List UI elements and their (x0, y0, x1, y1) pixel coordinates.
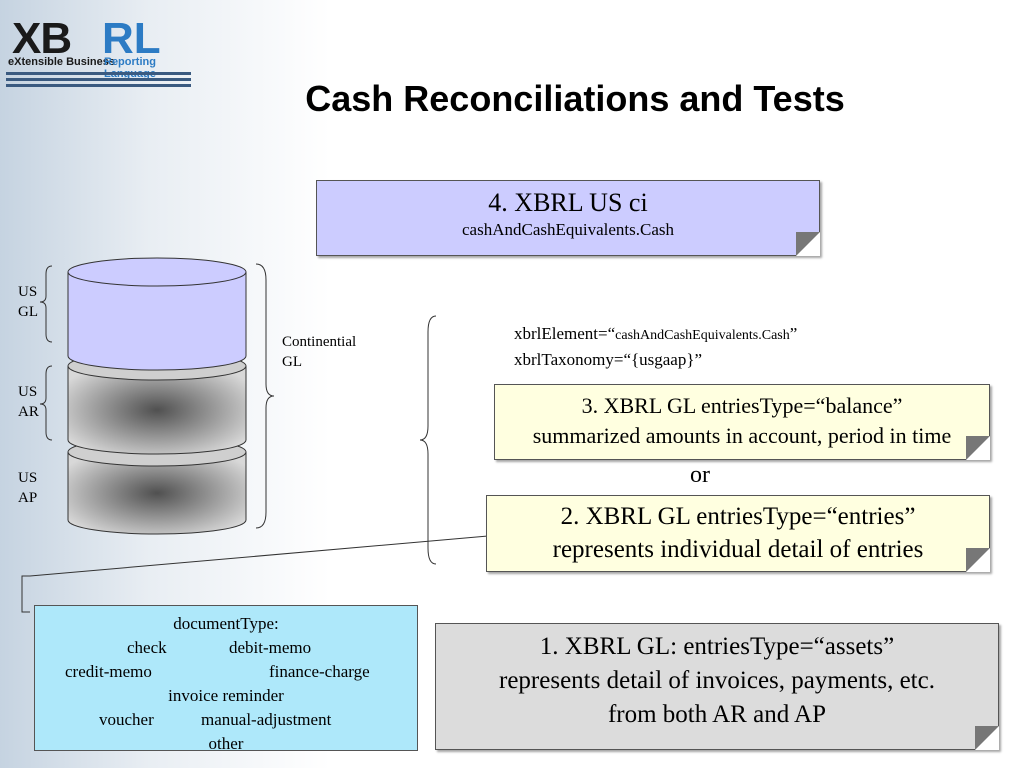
logo-stripe (6, 72, 191, 75)
mapping-line2: xbrlTaxonomy=“{usgaap}” (514, 350, 703, 369)
box-1-line1: 1. XBRL GL: entriesType=“assets” (539, 633, 895, 660)
brace-us-gl (39, 265, 53, 343)
page-title: Cash Reconciliations and Tests (305, 78, 845, 119)
box-4-line1: 4. XBRL US ci (488, 188, 648, 217)
box-3-balance: 3. XBRL GL entriesType=“balance” summari… (494, 384, 990, 460)
box-3-line2: summarized amounts in account, period in… (532, 423, 952, 448)
or-label: or (690, 462, 710, 488)
label-us-gl: US GL (18, 282, 38, 322)
brace-continential-gl (255, 263, 275, 529)
doc-type-invoice-reminder: invoice reminder (168, 686, 284, 705)
brace-us-ar (39, 365, 53, 441)
label-us-gl-line2: GL (18, 304, 38, 320)
mapping-text: xbrlElement=“cashAndCashEquivalents.Cash… (514, 322, 797, 372)
doc-type-row: check debit-memo (35, 636, 417, 660)
box-1-line3: from both AR and AP (607, 701, 827, 728)
brace-entries-options (419, 315, 437, 565)
label-us-ar-line2: AR (18, 404, 39, 420)
doc-type-finance-charge: finance-charge (269, 662, 370, 681)
box-1-line2: represents detail of invoices, payments,… (499, 667, 935, 694)
mapping-line1: xbrlElement=“cashAndCashEquivalents.Cash… (514, 322, 797, 348)
logo-stripe (6, 78, 191, 81)
label-us-ap: US AP (18, 468, 37, 508)
doc-type-other: other (208, 734, 244, 753)
folded-corner (975, 726, 999, 750)
mapping-line1-value: cashAndCashEquivalents.Cash (615, 328, 790, 343)
mapping-line1-prefix: xbrlElement=“ (514, 324, 616, 343)
box-2-line2: represents individual detail of entries (552, 536, 924, 563)
connector-line (21, 535, 489, 613)
doc-type-heading: documentType: (173, 614, 279, 633)
box-4-xbrl-us-ci: 4. XBRL US ci cashAndCashEquivalents.Cas… (316, 180, 820, 256)
cylinder-segment-gl (67, 257, 247, 371)
xbrl-logo: XB RL eXtensible Business Reporting Lang… (6, 14, 196, 94)
label-us-ar: US AR (18, 382, 39, 422)
logo-stripe (6, 84, 191, 87)
box-4-line2: cashAndCashEquivalents.Cash (462, 220, 674, 239)
doc-type-check: check (127, 638, 167, 657)
box-2-entries: 2. XBRL GL entriesType=“entries” represe… (486, 495, 990, 572)
logo-word-left: XB (12, 14, 72, 63)
folded-corner (966, 436, 990, 460)
mapping-line1-suffix: ” (789, 324, 798, 343)
doc-type-debit-memo: debit-memo (229, 638, 312, 657)
label-us-ar-line1: US (18, 384, 38, 400)
document-type-box: documentType: check debit-memo credit-me… (34, 605, 418, 753)
doc-type-row: voucher manual-adjustment (35, 708, 417, 732)
logo-tagline-left: eXtensible Business (8, 56, 115, 68)
doc-type-row: credit-memo finance-charge (35, 660, 417, 684)
label-continential-gl-line1: Continential (282, 334, 357, 350)
doc-type-voucher: voucher (99, 710, 154, 729)
logo-word-right: RL (102, 14, 161, 63)
label-us-ap-line2: AP (18, 490, 38, 506)
box-3-line1: 3. XBRL GL entriesType=“balance” (581, 393, 903, 418)
folded-corner (796, 232, 820, 256)
label-continential-gl-line2: GL (282, 354, 302, 370)
doc-type-credit-memo: credit-memo (65, 662, 152, 681)
folded-corner (966, 548, 990, 572)
doc-type-manual-adjustment: manual-adjustment (201, 710, 332, 729)
box-1-assets: 1. XBRL GL: entriesType=“assets” represe… (435, 623, 999, 750)
label-us-ap-line1: US (18, 470, 38, 486)
box-2-line1: 2. XBRL GL entriesType=“entries” (560, 503, 916, 530)
label-continential-gl: Continential GL (282, 332, 356, 372)
label-us-gl-line1: US (18, 284, 38, 300)
